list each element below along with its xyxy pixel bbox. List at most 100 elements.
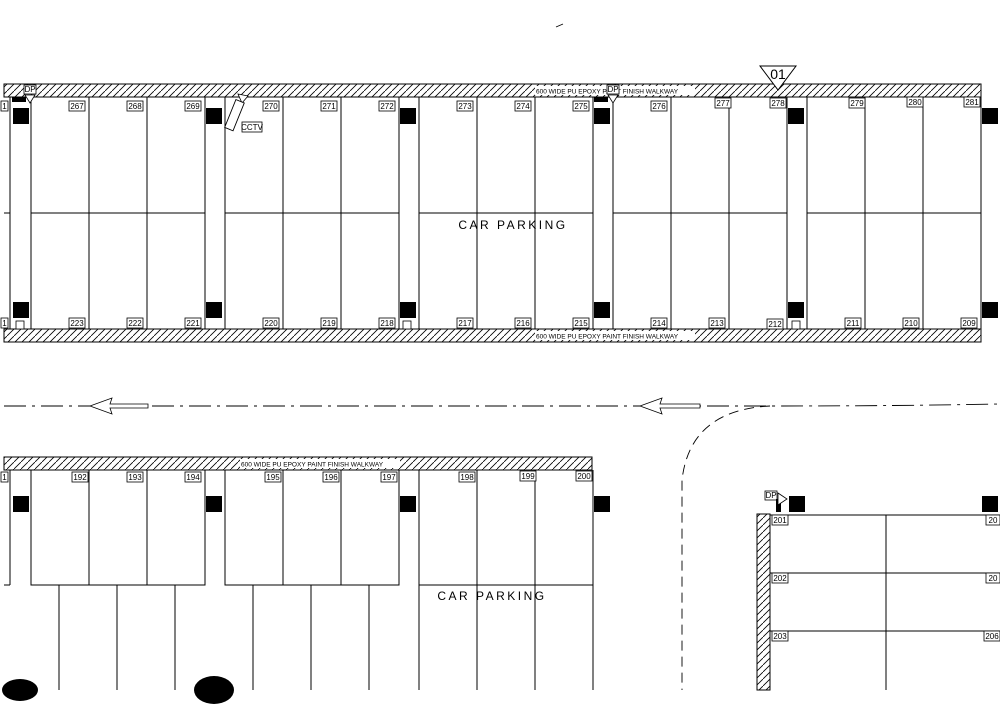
- right-bay-labels: 201 202 203 20 20 206: [771, 514, 1000, 642]
- walkway-middle-strip: [3, 328, 982, 343]
- bottom-bay-lines: [4, 469, 594, 690]
- bay-number: 268: [128, 102, 142, 111]
- bay-number: 206: [985, 632, 999, 641]
- dp-label: DP: [24, 85, 35, 94]
- walkway-top-strip: [3, 83, 982, 98]
- aisle-centerline: [4, 403, 999, 407]
- bay-number: 218: [380, 319, 394, 328]
- top-parking-block: 600 WIDE PU EPOXY PAINT FINISH WALKWAY 6…: [0, 65, 998, 343]
- edge-mark: 1: [2, 319, 7, 328]
- bay-number: 201: [773, 516, 787, 525]
- bay-number: 202: [773, 574, 787, 583]
- round-column: [2, 679, 38, 701]
- cctv-arrow-icon: [237, 93, 249, 104]
- cctv-camera: CCTV: [224, 93, 264, 133]
- bay-number: 203: [773, 632, 787, 641]
- cctv-label: CCTV: [241, 123, 263, 132]
- column: [13, 108, 29, 124]
- walkway-middle-label-bg: [535, 331, 695, 340]
- bay-number: 220: [264, 319, 278, 328]
- column: [594, 496, 610, 512]
- bay-number: 209: [962, 319, 976, 328]
- column: [400, 496, 416, 512]
- edge-mark-box: [0, 471, 9, 483]
- column: [13, 302, 29, 318]
- dp-label: DP: [765, 491, 776, 500]
- section-marker-label: 01: [770, 66, 786, 82]
- bay-number: 217: [458, 319, 472, 328]
- traffic-arrow-right-icon: [638, 397, 701, 415]
- column: [982, 302, 998, 318]
- dp-box: [594, 97, 608, 102]
- top-columns: [13, 108, 998, 318]
- bay-number: 199: [521, 472, 535, 481]
- bay-number: 277: [716, 99, 730, 108]
- bay-number: 195: [266, 473, 280, 482]
- bay-number: 215: [574, 319, 588, 328]
- right-columns: [789, 496, 998, 512]
- column: [206, 302, 222, 318]
- section-marker: 01: [759, 65, 797, 91]
- walkway-lower-label: 600 WIDE PU EPOXY PAINT FINISH WALKWAY: [241, 462, 384, 469]
- drive-aisle: [4, 397, 999, 690]
- bottom-columns: [2, 496, 610, 704]
- column: [206, 496, 222, 512]
- dp-triangle-icon: [777, 492, 788, 506]
- bay-number: 212: [768, 320, 782, 329]
- stray-mark: [555, 23, 564, 28]
- column: [789, 496, 805, 512]
- bay-number: 273: [458, 102, 472, 111]
- dp-marker-mid: DP: [594, 84, 620, 104]
- aisle-curve: [681, 405, 771, 690]
- dp-box: [12, 97, 26, 102]
- walkway-middle-label: 600 WIDE PU EPOXY PAINT FINISH WALKWAY: [536, 334, 679, 341]
- dp-label: DP: [607, 85, 618, 94]
- bay-number: 210: [904, 319, 918, 328]
- bay-number: 267: [70, 102, 84, 111]
- dp-box: [776, 499, 781, 512]
- bay-number: 221: [186, 319, 200, 328]
- cctv-camera-icon: [224, 99, 245, 132]
- edge-mark-box: [0, 317, 9, 329]
- bay-number: 278: [771, 99, 785, 108]
- column: [788, 108, 804, 124]
- bay-number: 193: [128, 473, 142, 482]
- top-lower-bay-labels: 223 222 221 220 219 218 217 216 215 214 …: [68, 317, 978, 330]
- bay-number: 222: [128, 319, 142, 328]
- column: [400, 108, 416, 124]
- bay-number: 198: [460, 473, 474, 482]
- car-parking-label-top: CAR PARKING: [458, 218, 567, 232]
- column: [982, 496, 998, 512]
- bay-number: 281: [965, 98, 979, 107]
- bay-number: 213: [710, 319, 724, 328]
- bay-number: 20: [989, 516, 998, 525]
- bay-number: 276: [652, 102, 666, 111]
- cctv-label-box: [241, 121, 263, 133]
- bay-number: 214: [652, 319, 666, 328]
- column: [400, 302, 416, 318]
- bay-number: 272: [380, 102, 394, 111]
- bay-number: 279: [850, 99, 864, 108]
- small-squares: [15, 320, 801, 330]
- bay-number: 194: [186, 473, 200, 482]
- section-triangle-icon: [759, 65, 797, 91]
- column: [982, 108, 998, 124]
- bay-number: 271: [322, 102, 336, 111]
- bay-number: 211: [847, 319, 860, 328]
- walkway-lower-label-bg: [240, 459, 400, 468]
- top-upper-bay-labels: 267 268 269 270 271 272 273 274 275 276 …: [68, 96, 981, 112]
- column: [594, 108, 610, 124]
- dp-marker-left: DP: [12, 84, 37, 104]
- walkway-right-strip: [756, 513, 771, 691]
- right-bay-lines: [770, 514, 1000, 690]
- bay-number: 274: [516, 102, 530, 111]
- column: [13, 496, 29, 512]
- traffic-arrow-left-icon: [88, 397, 149, 415]
- bay-number: 275: [574, 102, 588, 111]
- bay-number: 196: [324, 473, 338, 482]
- bay-number: 223: [70, 319, 84, 328]
- bay-number: 197: [382, 473, 396, 482]
- car-parking-label-bottom: CAR PARKING: [437, 589, 546, 603]
- dp-marker-right: DP: [764, 490, 788, 512]
